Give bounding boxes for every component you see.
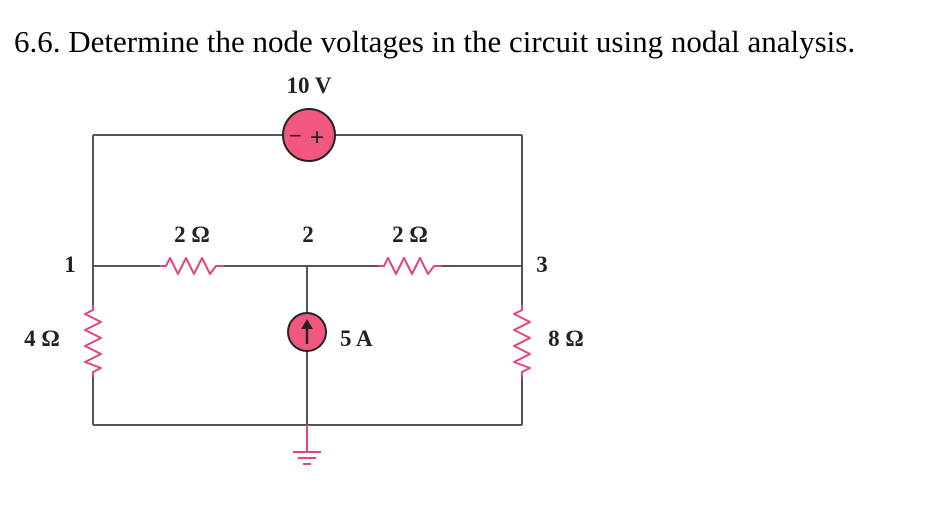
problem-statement: 6.6. Determine the node voltages in the … — [14, 24, 856, 59]
current-source-icon — [287, 312, 327, 352]
resistor-icon — [160, 257, 224, 275]
resistor-right-label: 8 Ω — [548, 326, 584, 351]
node-3-label: 3 — [536, 252, 548, 277]
resistor-1-2-label: 2 Ω — [174, 222, 210, 247]
node-1-label: 1 — [64, 252, 76, 277]
node-2-label: 2 — [302, 222, 314, 247]
resistor-2-3-label: 2 Ω — [392, 222, 428, 247]
current-source-label: 5 A — [340, 326, 373, 351]
wires — [92, 134, 523, 452]
voltage-source-label: 10 V — [287, 73, 332, 98]
voltage-source-icon: − + — [282, 108, 336, 162]
ground-icon — [293, 451, 321, 465]
resistor-icon — [513, 305, 531, 377]
voltage-source-plus: + — [310, 124, 324, 151]
resistor-icon — [378, 257, 442, 275]
resistor-icon — [84, 305, 102, 377]
voltage-source-minus: − — [289, 123, 302, 148]
resistor-left-label: 4 Ω — [24, 326, 60, 351]
